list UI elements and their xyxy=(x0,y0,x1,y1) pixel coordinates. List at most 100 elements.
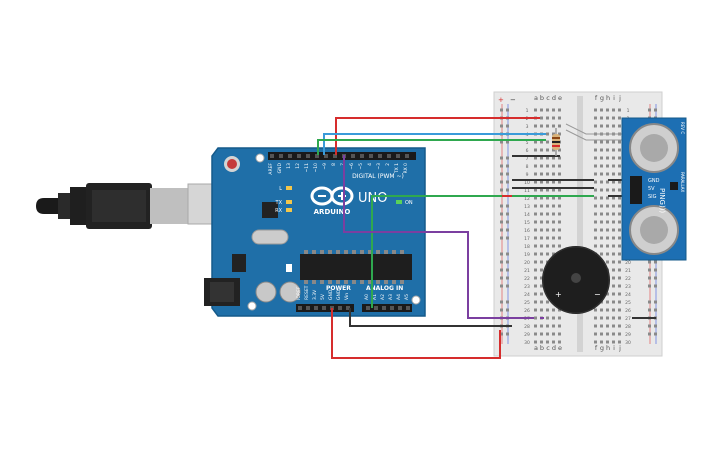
breadboard-hole[interactable] xyxy=(558,188,561,192)
breadboard-hole[interactable] xyxy=(540,124,543,128)
breadboard-hole[interactable] xyxy=(546,196,549,200)
rail-hole[interactable] xyxy=(654,300,657,304)
breadboard-hole[interactable] xyxy=(540,172,543,176)
breadboard-hole[interactable] xyxy=(600,196,603,200)
breadboard-hole[interactable] xyxy=(618,220,621,224)
breadboard-hole[interactable] xyxy=(618,156,621,160)
breadboard-hole[interactable] xyxy=(540,212,543,216)
breadboard-hole[interactable] xyxy=(612,172,615,176)
breadboard-hole[interactable] xyxy=(558,124,561,128)
breadboard-hole[interactable] xyxy=(612,276,615,280)
breadboard-hole[interactable] xyxy=(612,180,615,184)
breadboard-hole[interactable] xyxy=(618,212,621,216)
breadboard-hole[interactable] xyxy=(534,292,537,296)
rail-hole[interactable] xyxy=(506,164,509,168)
breadboard-hole[interactable] xyxy=(600,156,603,160)
breadboard-hole[interactable] xyxy=(558,244,561,248)
breadboard-hole[interactable] xyxy=(600,188,603,192)
breadboard-hole[interactable] xyxy=(534,228,537,232)
breadboard-hole[interactable] xyxy=(552,252,555,256)
breadboard-hole[interactable] xyxy=(558,116,561,120)
breadboard-hole[interactable] xyxy=(594,340,597,344)
breadboard-hole[interactable] xyxy=(606,172,609,176)
breadboard-hole[interactable] xyxy=(534,324,537,328)
breadboard-hole[interactable] xyxy=(618,244,621,248)
breadboard-hole[interactable] xyxy=(606,332,609,336)
breadboard-hole[interactable] xyxy=(534,268,537,272)
breadboard-hole[interactable] xyxy=(618,292,621,296)
breadboard-hole[interactable] xyxy=(540,236,543,240)
breadboard-hole[interactable] xyxy=(558,212,561,216)
breadboard-hole[interactable] xyxy=(600,116,603,120)
breadboard-hole[interactable] xyxy=(534,340,537,344)
breadboard-hole[interactable] xyxy=(594,316,597,320)
breadboard-hole[interactable] xyxy=(594,148,597,152)
breadboard-hole[interactable] xyxy=(612,308,615,312)
breadboard-hole[interactable] xyxy=(618,164,621,168)
rail-hole[interactable] xyxy=(500,124,503,128)
breadboard-hole[interactable] xyxy=(534,332,537,336)
digital-pin[interactable] xyxy=(324,154,328,158)
breadboard-hole[interactable] xyxy=(534,284,537,288)
rail-hole[interactable] xyxy=(654,108,657,112)
breadboard-hole[interactable] xyxy=(546,212,549,216)
breadboard-hole[interactable] xyxy=(534,260,537,264)
rail-hole[interactable] xyxy=(654,332,657,336)
breadboard-hole[interactable] xyxy=(552,172,555,176)
breadboard-hole[interactable] xyxy=(618,276,621,280)
breadboard-hole[interactable] xyxy=(618,252,621,256)
breadboard-hole[interactable] xyxy=(546,236,549,240)
breadboard-hole[interactable] xyxy=(534,164,537,168)
breadboard-hole[interactable] xyxy=(618,140,621,144)
digital-pin[interactable] xyxy=(288,154,292,158)
breadboard-hole[interactable] xyxy=(534,196,537,200)
rail-hole[interactable] xyxy=(654,308,657,312)
breadboard-hole[interactable] xyxy=(546,204,549,208)
breadboard-hole[interactable] xyxy=(540,324,543,328)
breadboard-hole[interactable] xyxy=(534,308,537,312)
breadboard-hole[interactable] xyxy=(540,188,543,192)
breadboard-hole[interactable] xyxy=(534,156,537,160)
rail-hole[interactable] xyxy=(506,172,509,176)
breadboard-hole[interactable] xyxy=(546,332,549,336)
breadboard-hole[interactable] xyxy=(606,212,609,216)
rail-hole[interactable] xyxy=(506,332,509,336)
breadboard-hole[interactable] xyxy=(558,316,561,320)
breadboard-hole[interactable] xyxy=(618,188,621,192)
breadboard-hole[interactable] xyxy=(540,284,543,288)
breadboard-hole[interactable] xyxy=(552,228,555,232)
breadboard-hole[interactable] xyxy=(552,244,555,248)
breadboard-hole[interactable] xyxy=(552,308,555,312)
breadboard-hole[interactable] xyxy=(606,108,609,112)
breadboard-hole[interactable] xyxy=(606,308,609,312)
breadboard-hole[interactable] xyxy=(552,116,555,120)
breadboard-hole[interactable] xyxy=(612,228,615,232)
breadboard-hole[interactable] xyxy=(600,180,603,184)
breadboard-hole[interactable] xyxy=(606,228,609,232)
breadboard-hole[interactable] xyxy=(534,108,537,112)
breadboard-hole[interactable] xyxy=(552,340,555,344)
rail-hole[interactable] xyxy=(500,164,503,168)
breadboard-hole[interactable] xyxy=(618,300,621,304)
breadboard-hole[interactable] xyxy=(594,188,597,192)
breadboard-hole[interactable] xyxy=(546,132,549,136)
breadboard-hole[interactable] xyxy=(594,332,597,336)
breadboard-hole[interactable] xyxy=(606,260,609,264)
breadboard-hole[interactable] xyxy=(540,244,543,248)
breadboard-hole[interactable] xyxy=(558,148,561,152)
power-pin[interactable] xyxy=(322,306,326,310)
analog-pin[interactable] xyxy=(374,306,378,310)
breadboard-hole[interactable] xyxy=(558,204,561,208)
breadboard-hole[interactable] xyxy=(540,156,543,160)
rail-hole[interactable] xyxy=(654,260,657,264)
breadboard-hole[interactable] xyxy=(606,252,609,256)
rail-hole[interactable] xyxy=(500,252,503,256)
rail-hole[interactable] xyxy=(500,140,503,144)
analog-pin[interactable] xyxy=(398,306,402,310)
breadboard-hole[interactable] xyxy=(612,196,615,200)
breadboard-hole[interactable] xyxy=(612,284,615,288)
breadboard-hole[interactable] xyxy=(618,268,621,272)
breadboard-hole[interactable] xyxy=(552,124,555,128)
breadboard-hole[interactable] xyxy=(546,156,549,160)
breadboard-hole[interactable] xyxy=(600,148,603,152)
